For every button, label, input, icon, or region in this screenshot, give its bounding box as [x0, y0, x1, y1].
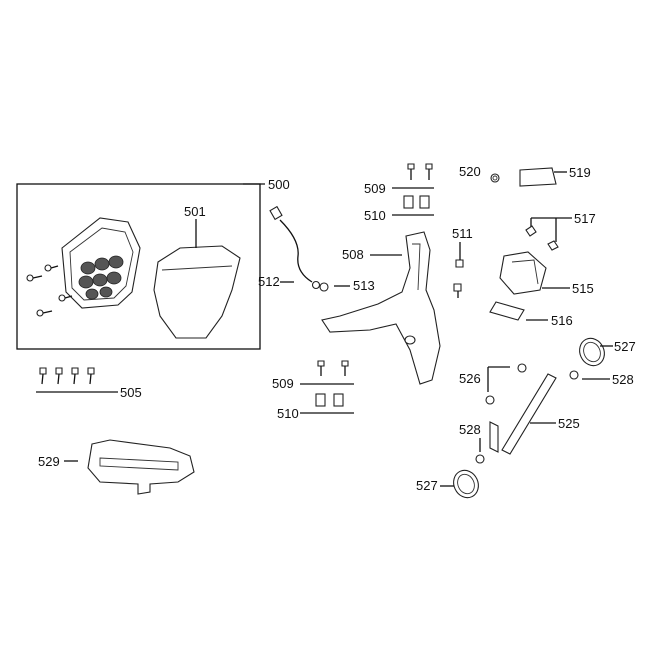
screw-set-lamp — [26, 264, 73, 317]
label-511: 511 — [452, 226, 473, 241]
label-513: 513 — [353, 278, 375, 293]
lamp-lens: 501 — [153, 204, 241, 339]
screw-set-505: 505 — [36, 367, 142, 400]
reflector-527-lower: 527 — [416, 469, 479, 499]
assembly-frame — [16, 183, 261, 350]
reflector-527-upper: 527 — [579, 337, 636, 367]
label-515: 515 — [572, 281, 594, 296]
label-527-lower: 527 — [416, 478, 438, 493]
label-529: 529 — [38, 454, 60, 469]
bolt-pair-509-lower: 509 — [272, 360, 354, 391]
label-516: 516 — [551, 313, 573, 328]
reflector-bracket: 529 — [38, 439, 195, 495]
license-plate-bracket: 508 — [321, 231, 441, 385]
license-lamp-wire: 512 513 — [258, 205, 375, 293]
label-527-upper: 527 — [614, 339, 636, 354]
label-526: 526 — [459, 371, 481, 386]
bolt-set-511: 511 — [452, 226, 473, 298]
label-505: 505 — [120, 385, 142, 400]
label-509-lower: 509 — [272, 376, 294, 391]
nut-set-526: 526 — [459, 363, 527, 405]
tail-lamp-unit — [26, 217, 141, 317]
label-510-upper: 510 — [364, 208, 386, 223]
bolt-pair-509-upper: 509 — [364, 163, 434, 196]
label-508: 508 — [342, 247, 364, 262]
led-cluster — [78, 255, 124, 300]
reflector-bracket-525: 525 — [489, 373, 580, 455]
label-519: 519 — [569, 165, 591, 180]
gasket-516: 516 — [489, 301, 573, 328]
label-500: 500 — [268, 177, 290, 192]
clip-pair-510-upper: 510 — [364, 195, 434, 223]
clip-pair-510-lower: 510 — [277, 393, 354, 421]
washer-528-left: 528 — [459, 422, 485, 464]
assembly-500 — [16, 183, 265, 350]
screw-pair-517: 517 — [525, 211, 596, 251]
label-510-lower: 510 — [277, 406, 299, 421]
license-lamp-housing-515: 515 — [499, 251, 594, 296]
label-517: 517 — [574, 211, 596, 226]
label-520: 520 — [459, 164, 481, 179]
label-509-upper: 509 — [364, 181, 386, 196]
washer-528-right: 528 — [569, 370, 634, 387]
label-501: 501 — [184, 204, 206, 219]
label-512: 512 — [258, 274, 280, 289]
label-528-right: 528 — [612, 372, 634, 387]
lens-519-and-washer-520: 520 519 — [459, 164, 591, 187]
label-528-left: 528 — [459, 422, 481, 437]
label-525: 525 — [558, 416, 580, 431]
